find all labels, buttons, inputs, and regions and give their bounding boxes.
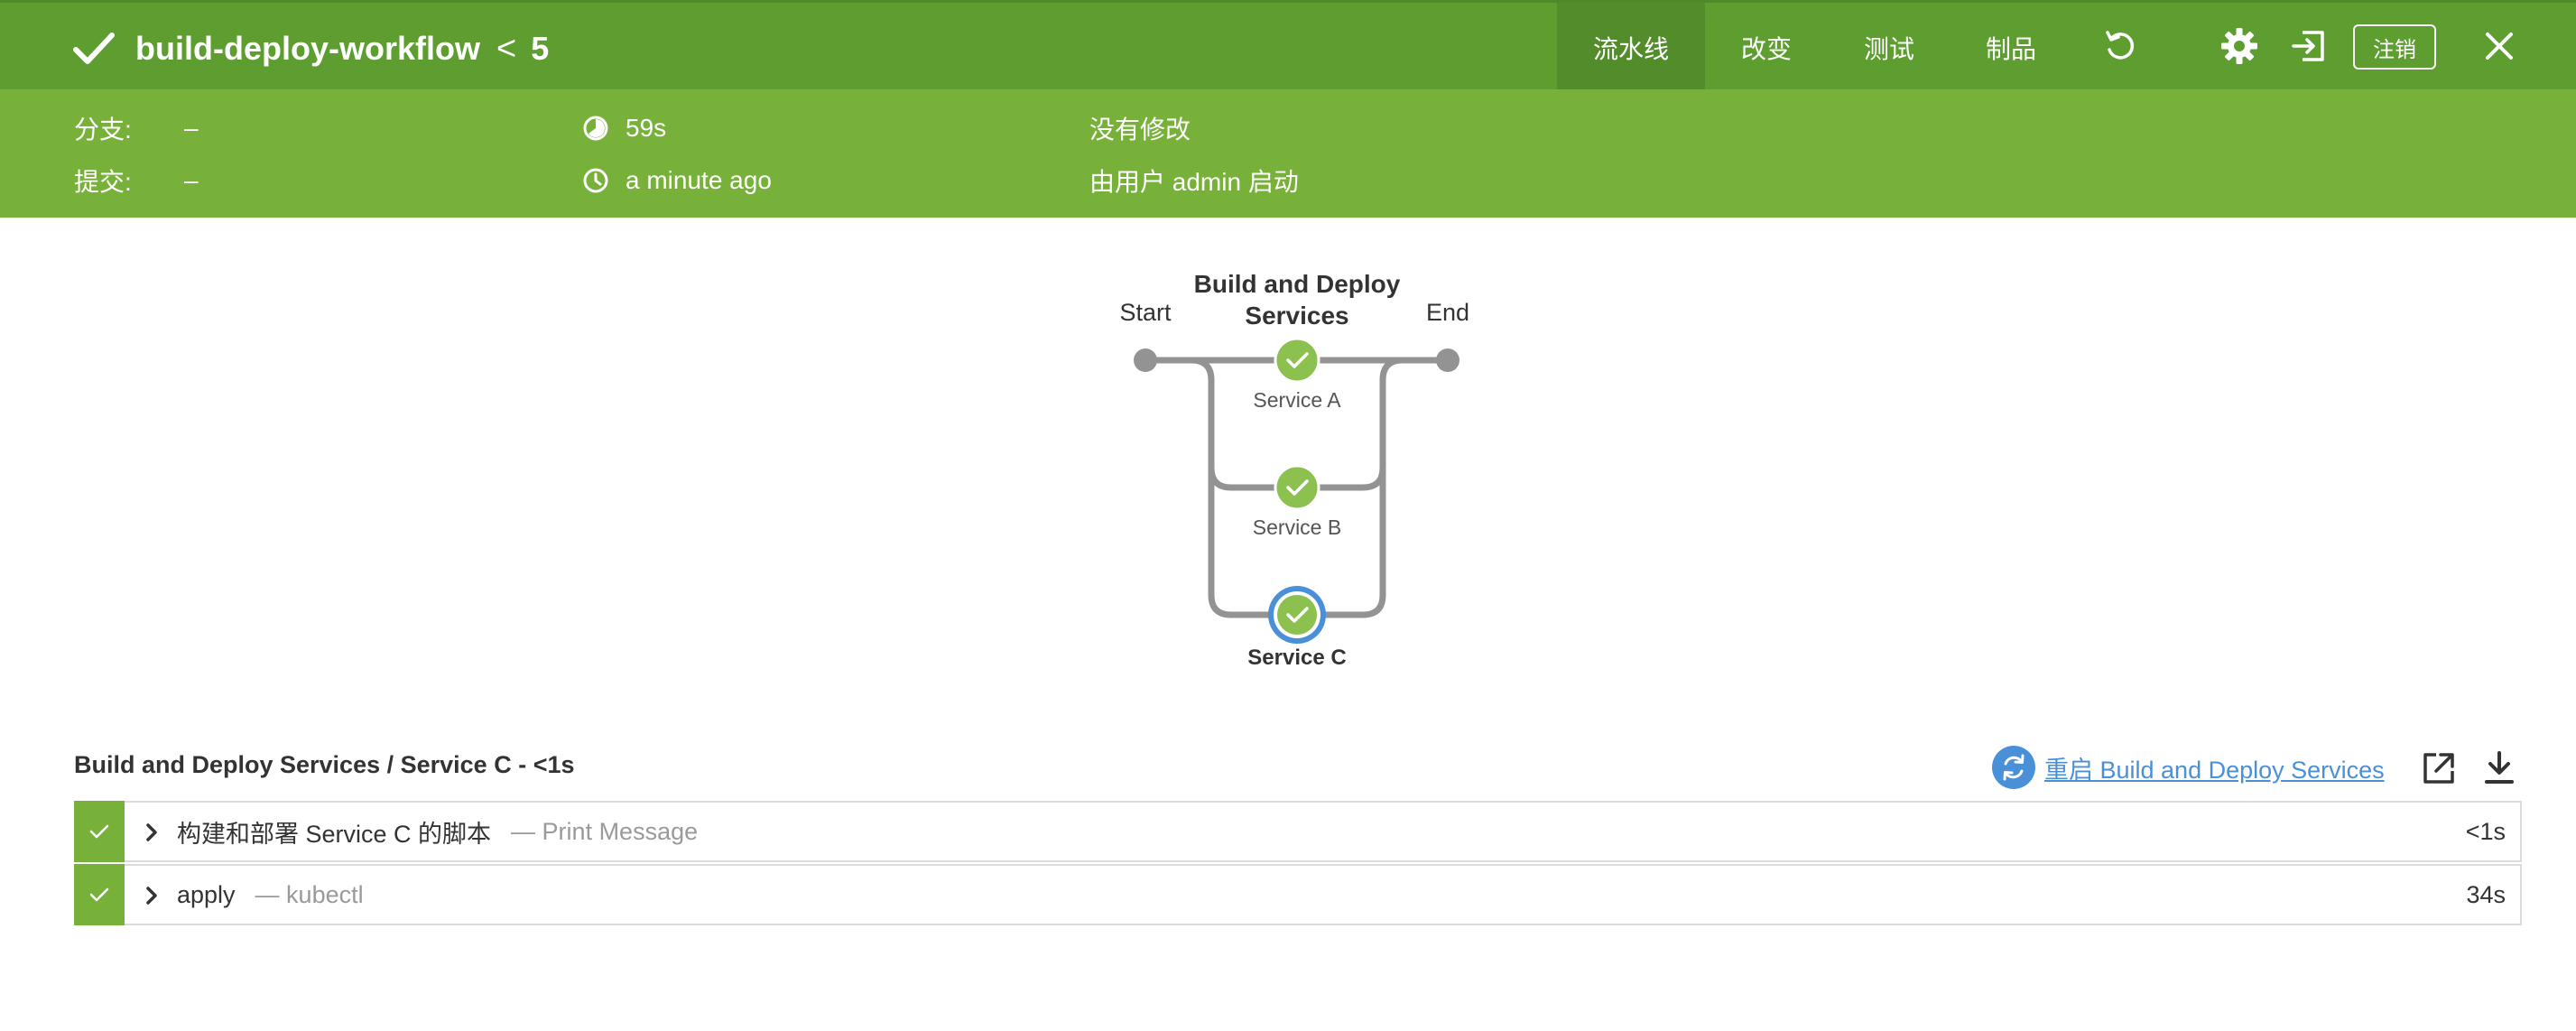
end-node	[1436, 348, 1459, 372]
step-duration: <1s	[2465, 817, 2506, 845]
step-row[interactable]: apply — kubectl 34s	[74, 864, 2522, 925]
run-tabs: 流水线 改变 测试 制品	[1557, 3, 2071, 92]
step-status	[74, 801, 125, 862]
pipeline-graph-svg	[1134, 337, 1459, 644]
duration-item: 59s	[582, 110, 666, 146]
step-name[interactable]: apply	[177, 880, 236, 908]
node-label-service-b[interactable]: Service B	[1252, 516, 1342, 539]
pipeline-name-link[interactable]: build-deploy-workflow	[135, 30, 480, 67]
log-title: Build and Deploy Services / Service C - …	[74, 751, 575, 778]
stage-title: Build and Deploy Services	[1162, 268, 1432, 331]
changes-text: 没有修改	[1089, 116, 1191, 144]
chevron-right-icon[interactable]	[141, 819, 164, 846]
started-value: a minute ago	[625, 166, 772, 194]
node-service-b[interactable]	[1274, 464, 1320, 511]
run-header: build-deploy-workflow < 5 流水线 改变 测试 制品	[0, 0, 2576, 92]
branch-value: –	[184, 114, 199, 142]
tab-pipeline[interactable]: 流水线	[1557, 3, 1705, 92]
open-external-icon[interactable]	[2418, 748, 2460, 789]
run-title: build-deploy-workflow < 5	[72, 21, 549, 77]
step-duration: 34s	[2466, 880, 2506, 908]
duration-value: 59s	[625, 114, 667, 142]
replay-icon[interactable]	[2099, 24, 2142, 68]
exit-icon[interactable]	[2287, 24, 2330, 68]
commit-label: 提交:	[74, 168, 132, 196]
node-service-a[interactable]	[1274, 337, 1320, 384]
start-node	[1134, 348, 1157, 372]
stage-title-line1: Build and Deploy	[1193, 270, 1401, 298]
restart-icon[interactable]	[1992, 746, 2035, 789]
node-label-service-c[interactable]: Service C	[1247, 646, 1347, 670]
check-icon	[89, 887, 109, 902]
run-number: 5	[531, 30, 550, 67]
step-row[interactable]: 构建和部署 Service C 的脚本 — Print Message <1s	[74, 801, 2522, 862]
pipeline-graph: Start End Build and Deploy Services Serv…	[0, 218, 2576, 723]
step-status	[74, 864, 125, 925]
step-list: 构建和部署 Service C 的脚本 — Print Message <1s …	[74, 801, 2522, 927]
stage-title-line2: Services	[1245, 302, 1349, 330]
step-description: — Print Message	[511, 817, 699, 845]
branch-label: 分支:	[74, 116, 132, 144]
breadcrumb-separator: <	[496, 29, 517, 68]
tab-tests[interactable]: 测试	[1863, 34, 1914, 63]
check-icon	[72, 27, 116, 70]
check-icon	[89, 824, 109, 839]
step-description: — kubectl	[255, 880, 364, 908]
close-icon[interactable]	[2478, 24, 2521, 68]
started-item: a minute ago	[582, 163, 772, 199]
chevron-right-icon[interactable]	[141, 882, 164, 909]
duration-icon	[582, 115, 609, 142]
started-by-text: 由用户 admin 启动	[1089, 168, 1299, 196]
restart-stage-button[interactable]: 重启 Build and Deploy Services	[1992, 746, 2385, 789]
logout-button[interactable]: 注销	[2353, 24, 2436, 70]
settings-icon[interactable]	[2218, 24, 2261, 68]
end-label: End	[1425, 299, 1470, 326]
commit-value: –	[184, 166, 199, 194]
node-service-c[interactable]	[1268, 586, 1326, 644]
tab-changes[interactable]: 改变	[1740, 34, 1792, 63]
tab-artifacts[interactable]: 制品	[1985, 34, 2036, 63]
download-icon[interactable]	[2479, 748, 2520, 789]
clock-icon	[582, 167, 609, 194]
run-summary: 分支: – 提交: – 59s a minute ago 没有修改 由用户 ad…	[0, 89, 2576, 218]
start-label: Start	[1119, 299, 1172, 326]
node-label-service-a[interactable]: Service A	[1253, 388, 1341, 412]
step-name[interactable]: 构建和部署 Service C 的脚本	[177, 820, 492, 848]
restart-stage-link[interactable]: 重启 Build and Deploy Services	[2044, 756, 2385, 784]
